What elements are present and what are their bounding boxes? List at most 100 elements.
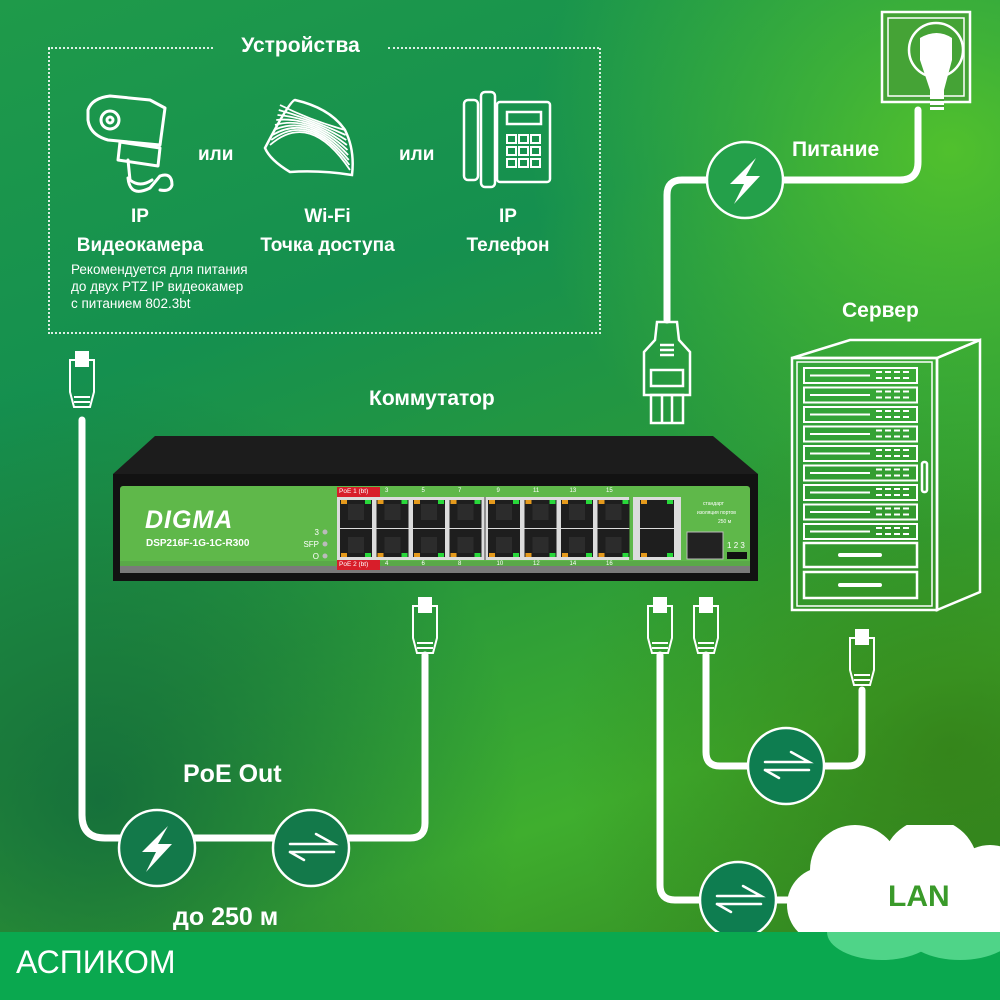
port-number: 10: [496, 561, 504, 567]
uplink-port[interactable]: [640, 500, 674, 528]
lightning-icon: [730, 158, 760, 204]
port-led-green: [438, 500, 444, 504]
devices-frame-top-right: [388, 47, 599, 49]
port-led-amber: [414, 553, 420, 557]
network-switch: DIGMA DSP216F-1G-1C-R300 3 SFP O PoE 1 (…: [113, 436, 758, 588]
rj45-port[interactable]: [376, 529, 409, 557]
port-led-amber: [489, 553, 495, 557]
mode-numbers: 1 2 3: [727, 541, 745, 550]
port-led-green: [474, 500, 481, 504]
ip-camera-icon: [86, 94, 174, 193]
rj45-port[interactable]: [413, 500, 445, 528]
port-number: 3: [385, 488, 389, 494]
server-unit: [803, 445, 918, 462]
port-led-amber: [562, 553, 568, 557]
phone-key: [530, 158, 541, 168]
rj45-port[interactable]: [488, 500, 520, 528]
server-unit: [803, 406, 918, 423]
port-number: 6: [421, 561, 425, 567]
rj45-connector-icon: [693, 597, 719, 654]
server-unit: [803, 484, 918, 501]
server-data-circle: [746, 726, 826, 806]
phone-key: [506, 134, 517, 144]
separator-text: или: [399, 144, 435, 165]
rj45-port[interactable]: [340, 529, 372, 557]
power-cable: [663, 106, 922, 324]
rj45-connector-icon: [647, 597, 673, 654]
phone-key: [530, 134, 541, 144]
port-led-amber: [525, 553, 532, 557]
port-number: 16: [606, 561, 613, 567]
rj45-port[interactable]: [449, 500, 482, 528]
switch-model: DSP216F-1G-1C-R300: [146, 538, 250, 549]
rj45-port[interactable]: [376, 500, 409, 528]
devices-title: Устройства: [241, 34, 360, 57]
camera-note-line3: с питанием 802.3bt: [71, 296, 191, 311]
lan-cloud-icon: [787, 825, 1000, 945]
port-led-amber: [414, 500, 420, 504]
indicator-sfp: SFP: [303, 540, 319, 549]
port-led-green: [549, 500, 556, 504]
port-led-amber: [450, 553, 457, 557]
port-number: 4: [385, 561, 389, 567]
rj45-port[interactable]: [524, 529, 557, 557]
port-led-green: [622, 500, 629, 504]
port-number: 5: [421, 488, 425, 494]
poe-distance-label: до 250 м: [173, 903, 279, 931]
rj45-port[interactable]: [561, 500, 593, 528]
switch-brand-logo: DIGMA: [145, 506, 234, 534]
lan-label: LAN: [888, 880, 950, 913]
status-led: [322, 553, 328, 559]
port-number: 12: [533, 561, 540, 567]
wifi-access-point-icon: [263, 98, 354, 177]
port-led-amber: [525, 500, 532, 504]
server-unit: [803, 503, 918, 521]
rj45-port[interactable]: [488, 529, 520, 557]
indicator-3: 3: [314, 528, 319, 537]
phone-key: [518, 134, 529, 144]
rj45-port[interactable]: [561, 529, 593, 557]
port-led-amber: [341, 553, 347, 557]
poe-1-badge: [337, 487, 380, 497]
sfp-port[interactable]: [686, 531, 724, 560]
port-led-green: [622, 553, 629, 557]
mode-number: 2: [733, 541, 739, 550]
device-ap-line1: Wi-Fi: [304, 206, 351, 227]
mode-label-3: 250 м: [718, 519, 732, 525]
port-led-amber: [489, 500, 495, 504]
wall-socket-icon: [880, 10, 972, 110]
rj45-port[interactable]: [340, 500, 372, 528]
port-led-green: [586, 500, 592, 504]
lan-cloud-shadow: [827, 932, 1000, 960]
rj45-connector-icon: [69, 351, 95, 408]
port-number: 9: [496, 488, 500, 494]
rj45-port[interactable]: [597, 529, 630, 557]
phone-key: [506, 146, 517, 156]
devices-frame-top-left: [48, 47, 213, 49]
port-number: 13: [569, 488, 577, 494]
rj45-port[interactable]: [524, 500, 557, 528]
lan-data-circle: [698, 860, 778, 940]
poe-2-badge: [337, 560, 380, 570]
device-ap-line2: Точка доступа: [260, 235, 395, 256]
poe-out-label: PoE Out: [183, 760, 282, 788]
port-led-green: [365, 500, 371, 504]
port-number: 15: [606, 488, 613, 494]
mode-dip-switch[interactable]: [727, 552, 747, 559]
port-led-green: [365, 553, 371, 557]
rj45-port[interactable]: [413, 529, 445, 557]
port-led-green: [549, 553, 556, 557]
phone-key: [506, 158, 517, 168]
device-camera-line1: IP: [131, 206, 149, 227]
rj45-port[interactable]: [449, 529, 482, 557]
rj45-port[interactable]: [597, 500, 630, 528]
rj45-connector-icon: [412, 597, 438, 654]
port-led-amber: [341, 500, 347, 504]
device-phone-line1: IP: [499, 206, 517, 227]
uplink-port[interactable]: [640, 529, 674, 557]
lan-cable: [656, 651, 824, 904]
port-led-green: [438, 553, 444, 557]
port-led-green: [474, 553, 481, 557]
poe-1-label: PoE 1 (bt): [339, 488, 369, 495]
